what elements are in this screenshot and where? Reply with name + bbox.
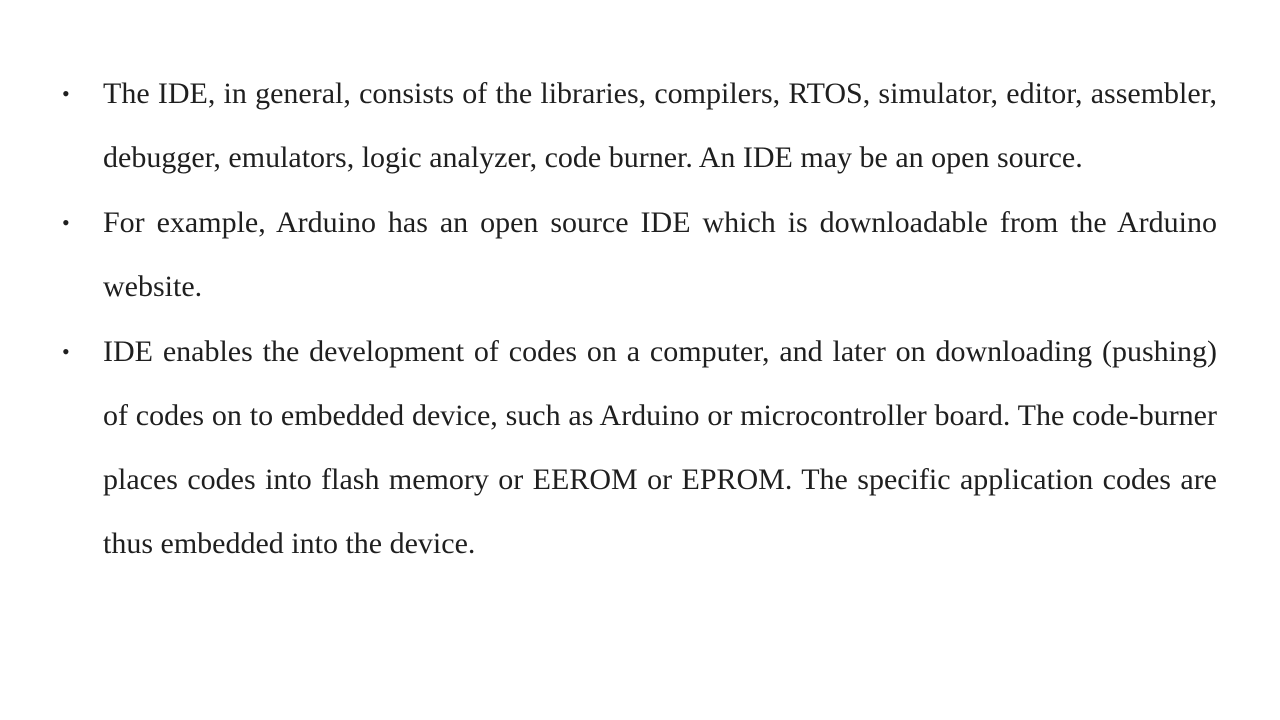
bullet-item-code-development: • IDE enables the development of codes o… bbox=[62, 320, 1217, 576]
bullet-text: For example, Arduino has an open source … bbox=[103, 206, 1217, 303]
bullet-icon: • bbox=[62, 210, 70, 235]
bullet-item-ide-components: • The IDE, in general, consists of the l… bbox=[62, 62, 1217, 190]
bullet-item-arduino-example: • For example, Arduino has an open sourc… bbox=[62, 191, 1217, 319]
bullet-text: The IDE, in general, consists of the lib… bbox=[103, 77, 1217, 174]
bullet-list: • The IDE, in general, consists of the l… bbox=[62, 62, 1217, 577]
bullet-icon: • bbox=[62, 339, 70, 364]
bullet-text: IDE enables the development of codes on … bbox=[103, 335, 1217, 560]
bullet-icon: • bbox=[62, 81, 70, 106]
